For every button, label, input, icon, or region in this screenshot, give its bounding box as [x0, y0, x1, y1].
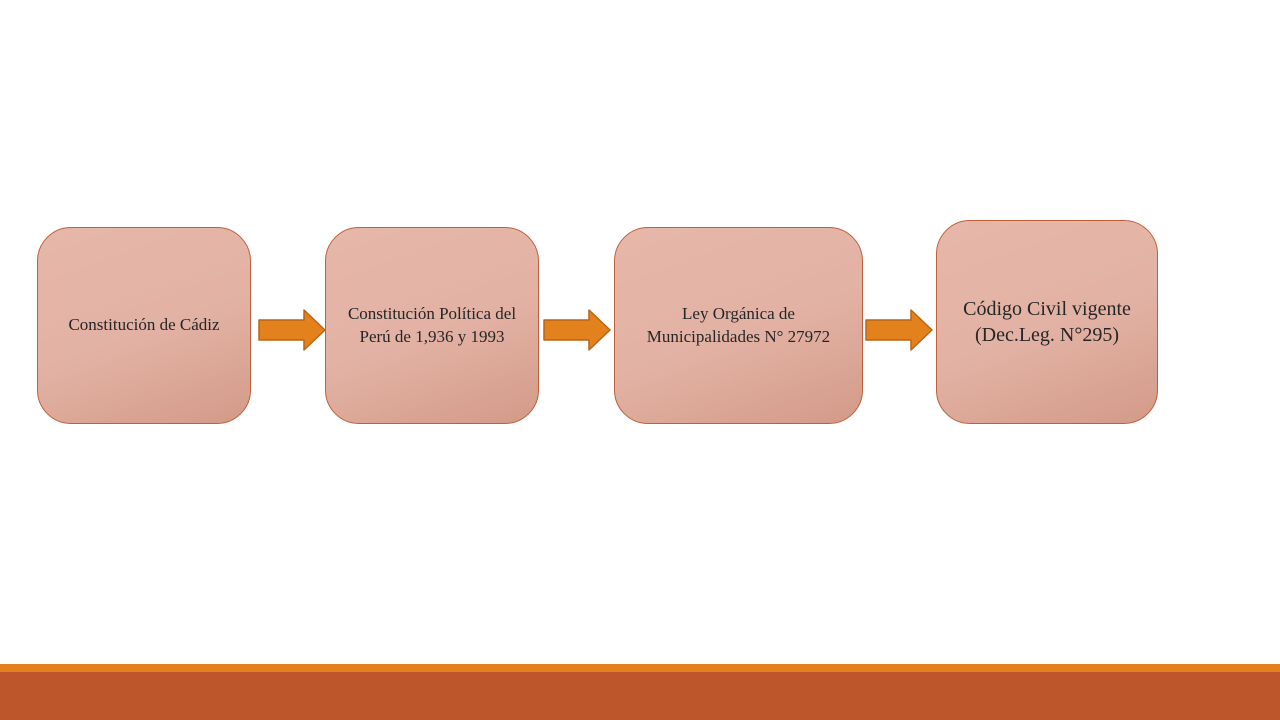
- footer-bar: [0, 672, 1280, 720]
- node-ley-organica-municipalidades: Ley Orgánica de Municipalidades N° 27972: [614, 227, 863, 424]
- node-constitucion-politica-peru: Constitución Política del Perú de 1,936 …: [325, 227, 539, 424]
- node-label: Constitución de Cádiz: [68, 315, 220, 335]
- arrow-right-icon: [865, 309, 933, 351]
- footer-accent-bar: [0, 664, 1280, 672]
- node-label: Constitución Política del Perú de 1,936 …: [347, 304, 517, 346]
- node-constitucion-cadiz: Constitución de Cádiz: [37, 227, 251, 424]
- node-codigo-civil: Código Civil vigente (Dec.Leg. N°295): [936, 220, 1158, 424]
- arrow-right-icon: [258, 309, 326, 351]
- node-label: Código Civil vigente (Dec.Leg. N°295): [963, 298, 1131, 346]
- arrow-right-icon: [543, 309, 611, 351]
- node-label: Ley Orgánica de Municipalidades N° 27972: [646, 304, 831, 346]
